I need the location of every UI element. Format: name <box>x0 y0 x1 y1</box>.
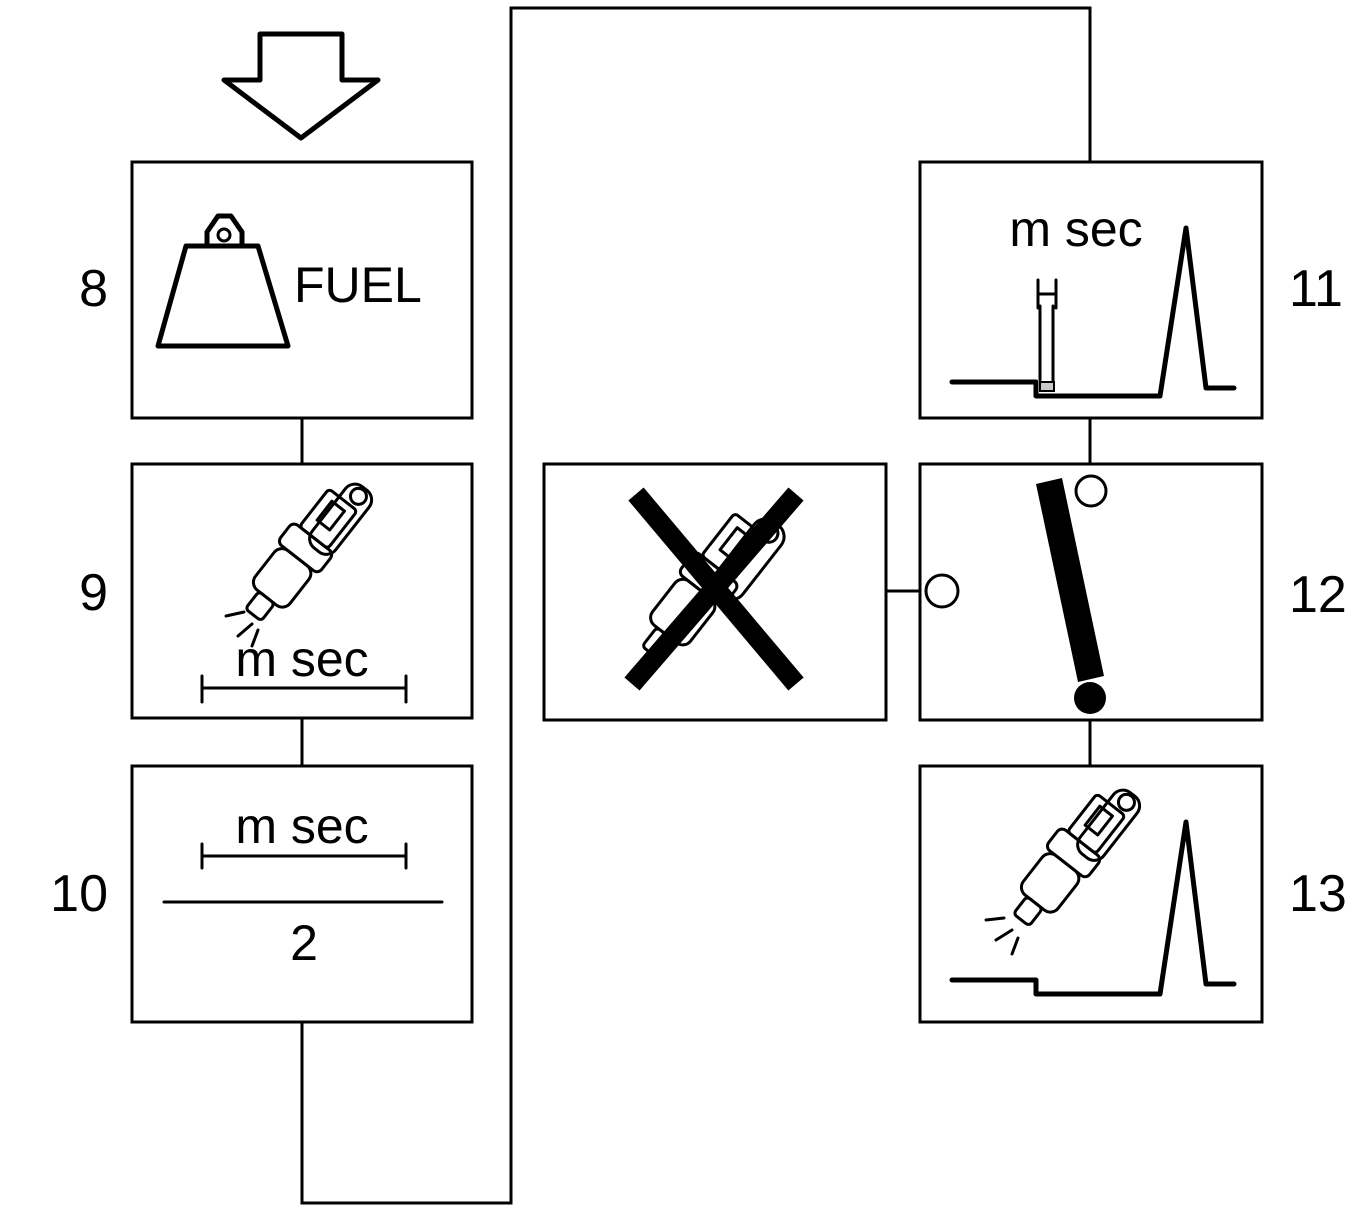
step-box <box>130 462 474 720</box>
connector-node <box>1074 474 1108 508</box>
step-box <box>130 764 474 1024</box>
denominator-label: 2 <box>290 915 318 971</box>
flow-connectors <box>300 6 1092 1205</box>
weight-icon <box>155 213 291 349</box>
step-11: m sec 11 <box>918 160 1343 420</box>
msec-label: m sec <box>235 631 368 687</box>
step-10: 10 m sec 2 <box>50 764 474 1024</box>
fuel-label: FUEL <box>294 257 422 313</box>
connector-node <box>924 573 960 609</box>
step-12: 12 <box>918 462 1347 722</box>
step-number: 9 <box>79 564 108 622</box>
start-arrow-icon <box>221 31 381 141</box>
measurement-bracket <box>200 674 408 704</box>
step-number: 12 <box>1289 566 1347 624</box>
injection-pulse-waveform-icon <box>949 225 1237 399</box>
step-box <box>918 462 1264 722</box>
step-13: 13 <box>918 764 1347 1024</box>
injector-crossed-out-box <box>542 462 888 722</box>
step-number: 11 <box>1289 260 1343 318</box>
fuel-injector-pulse-icon <box>949 788 1237 997</box>
step-9: 9 m sec <box>79 462 474 720</box>
step-number: 13 <box>1289 865 1347 923</box>
divide-by-two-icon: m sec 2 <box>162 798 444 971</box>
fuel-injector-spraying-icon <box>224 482 374 648</box>
step-8: 8 FUEL <box>79 160 474 420</box>
step-number: 10 <box>50 865 108 923</box>
numerator-label: m sec <box>235 798 368 854</box>
injector-crossed-out-icon <box>624 487 804 691</box>
step-number: 8 <box>79 260 108 318</box>
exclamation-icon <box>1036 478 1106 714</box>
msec-label: m sec <box>1009 201 1142 257</box>
step-box <box>130 160 474 420</box>
